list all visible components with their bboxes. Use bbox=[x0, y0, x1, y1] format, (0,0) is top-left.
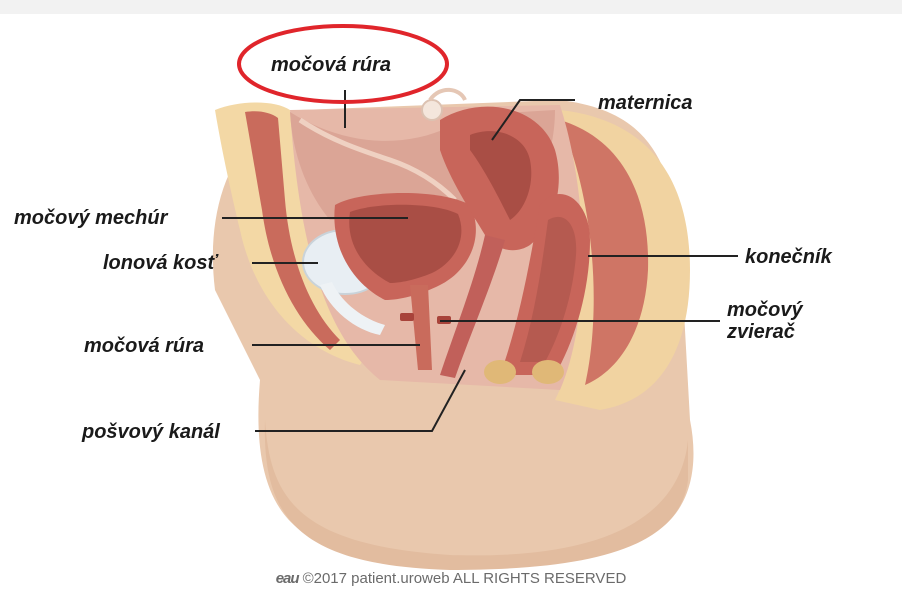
label-urethra: močová rúra bbox=[84, 335, 204, 357]
sphincter-mark-left bbox=[400, 313, 414, 321]
label-sphincter-line1: močový bbox=[727, 299, 837, 321]
label-pubic-bone: lonová kosť bbox=[103, 252, 217, 274]
fallopian-tube bbox=[430, 90, 465, 100]
label-sphincter-line2: zvierač bbox=[727, 321, 837, 343]
top-texture bbox=[0, 0, 902, 14]
label-bladder: močový mechúr bbox=[14, 207, 167, 229]
label-sphincter: močový zvierač bbox=[727, 299, 837, 343]
label-vaginal-canal: pošvový kanál bbox=[82, 421, 220, 443]
bone-spot-2 bbox=[532, 360, 564, 384]
copyright-footer: eau©2017 patient.uroweb ALL RIGHTS RESER… bbox=[0, 570, 902, 587]
eau-logo: eau bbox=[276, 570, 299, 587]
ovary bbox=[422, 100, 442, 120]
copyright-text: ©2017 patient.uroweb ALL RIGHTS RESERVED bbox=[303, 570, 627, 587]
label-uterus: maternica bbox=[598, 92, 693, 114]
bone-spot-1 bbox=[484, 360, 516, 384]
label-highlighted-urethra: močová rúra bbox=[271, 54, 391, 76]
label-rectum: konečník bbox=[745, 246, 832, 268]
